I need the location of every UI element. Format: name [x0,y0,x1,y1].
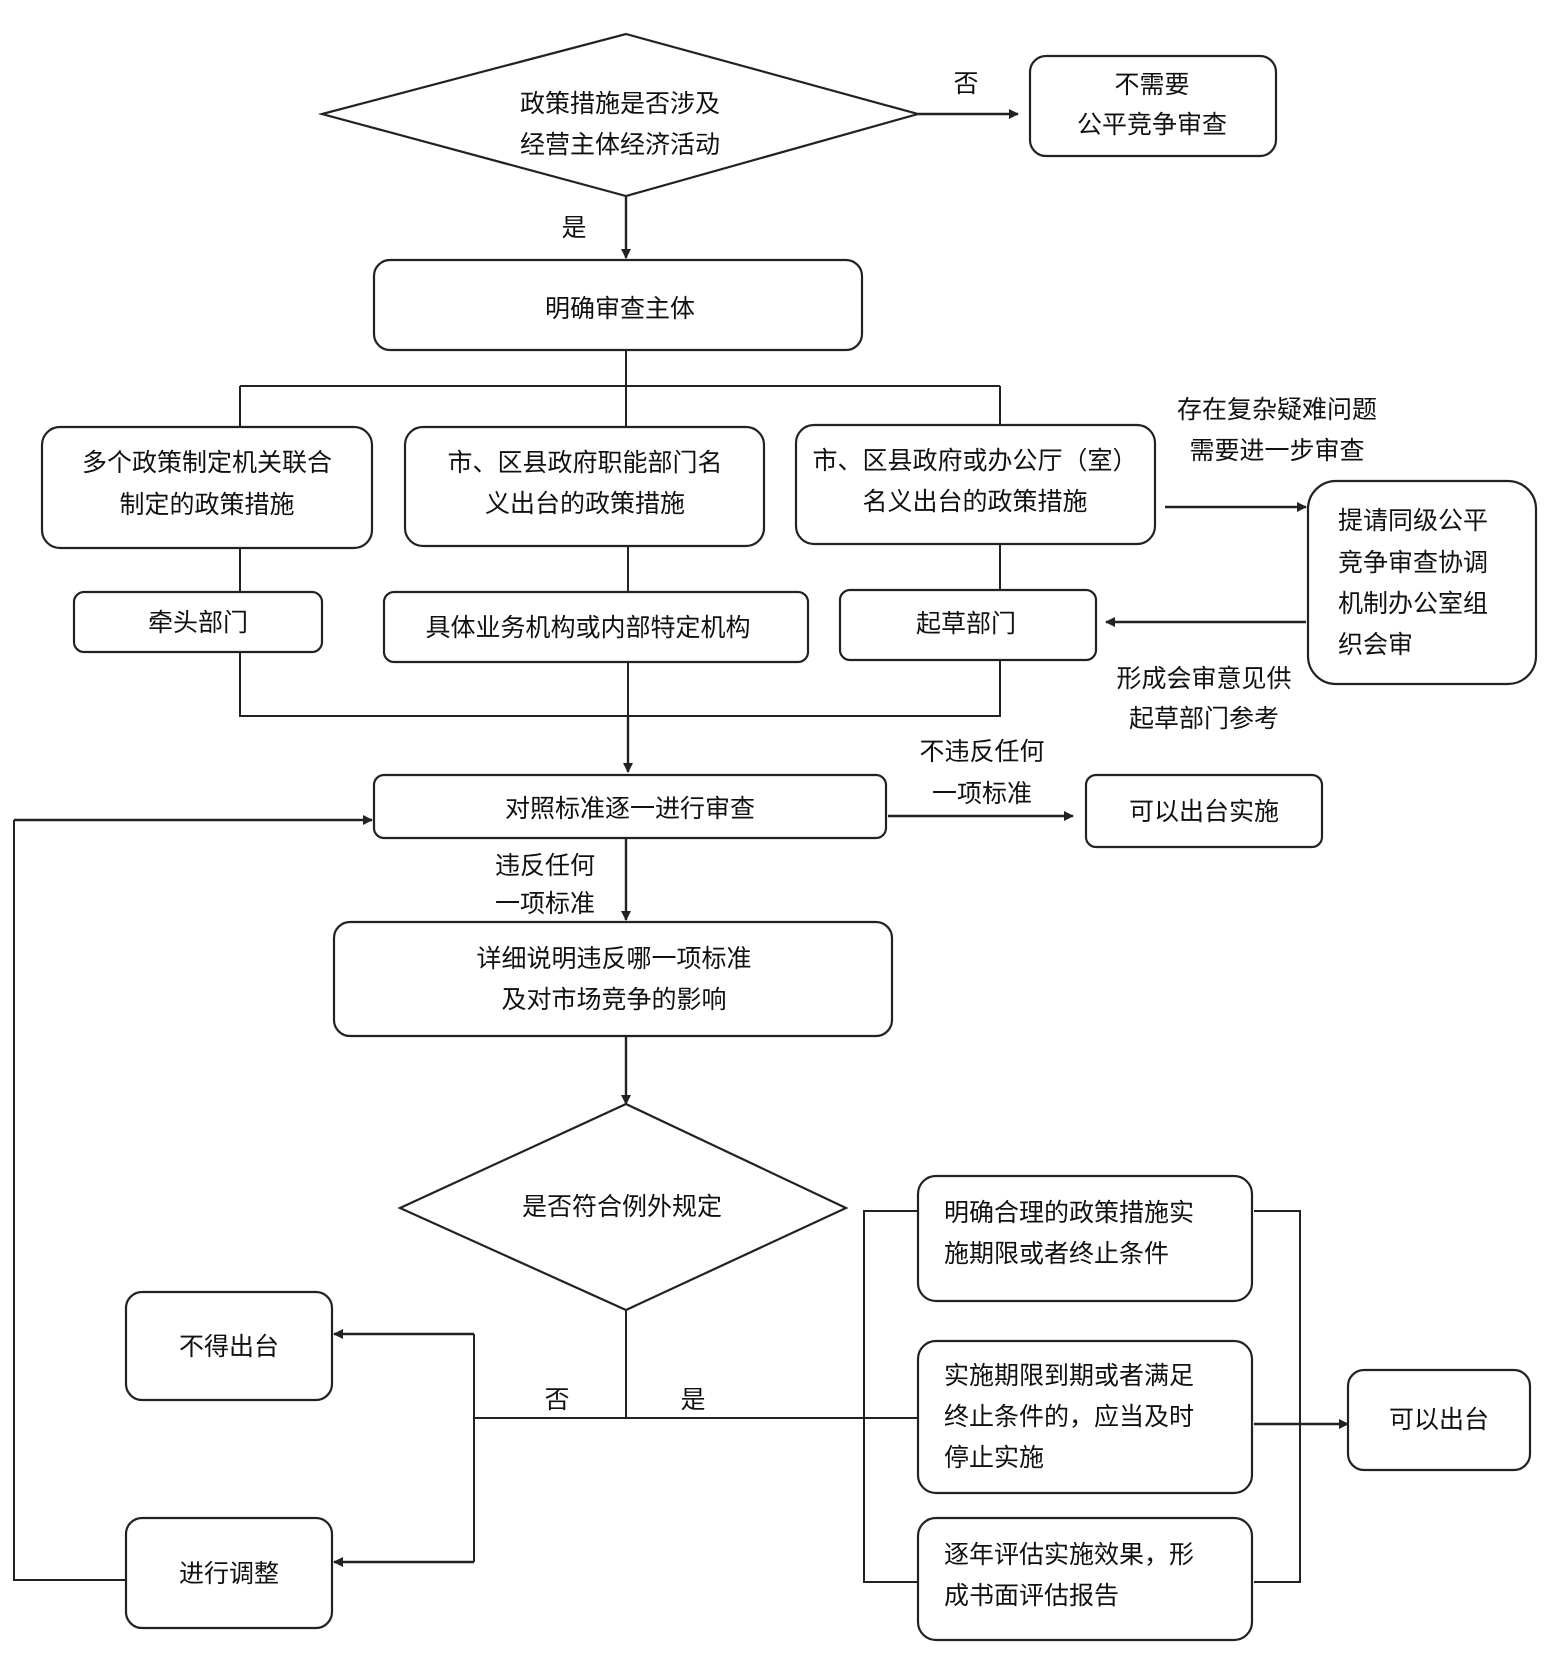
box-gov-policy [794,423,1157,546]
cond-term-line-1: 明确合理的政策措施实 [944,1198,1194,1227]
line-cond-bracket-left [863,1210,918,1583]
coord-office-line-3: 机制办公室组 [1338,589,1488,618]
decision-involve-economic-activity [317,32,923,198]
shapes [40,32,1538,1642]
label-not-violate-line-2: 一项标准 [932,779,1032,808]
label-violate-line-2: 一项标准 [495,889,595,918]
review-each-label: 对照标准逐一进行审查 [505,794,755,823]
box-lead-dept [72,590,324,654]
specific-org-label: 具体业务机构或内部特定机构 [425,613,750,642]
cond-stop-line-3: 停止实施 [944,1443,1044,1472]
box-cond-term [916,1174,1254,1303]
edge-labels: 否 是 存在复杂疑难问题 需要进一步审查 形成会审意见供 起草部门参考 不违反任… [495,69,1377,1414]
label-opinion-line-1: 形成会审意见供 [1116,664,1291,693]
box-specific-org [382,590,810,664]
label-complex-line-2: 需要进一步审查 [1189,436,1364,465]
no-review-line-2: 公平竞争审查 [1077,110,1227,139]
decision-exception [397,1102,849,1312]
box-can-issue [1346,1368,1532,1472]
detail-line-2: 及对市场竞争的影响 [501,985,726,1014]
node-text: 政策措施是否涉及 经营主体经济活动 不需要 公平竞争审查 明确审查主体 多个政策… [82,70,1489,1610]
draft-dept-label: 起草部门 [916,609,1016,638]
joint-line-2: 制定的政策措施 [119,490,294,519]
box-not-issue [124,1290,334,1402]
define-subject-label: 明确审查主体 [545,294,695,323]
box-define-subject [372,258,864,352]
coord-office-line-4: 织会审 [1338,630,1413,659]
coord-office-line-2: 竞争审查协调 [1338,548,1488,577]
not-issue-label: 不得出台 [179,1332,279,1361]
cond-stop-line-1: 实施期限到期或者满足 [944,1361,1194,1390]
label-violate-line-1: 违反任何 [495,851,595,880]
cond-stop-line-2: 终止条件的，应当及时 [944,1402,1194,1431]
box-coord-office [1306,479,1538,686]
coord-office-line-1: 提请同级公平 [1338,506,1488,535]
joint-line-1: 多个政策制定机关联合 [82,448,332,477]
dept-line-2: 义出台的政策措施 [485,489,685,518]
cond-evaluate-line-1: 逐年评估实施效果，形 [944,1540,1194,1569]
label-complex-line-1: 存在复杂疑难问题 [1177,395,1377,424]
connectors [13,109,1349,1583]
detail-line-1: 详细说明违反哪一项标准 [476,944,751,973]
can-issue-impl-label: 可以出台实施 [1129,797,1279,826]
dept-line-1: 市、区县政府职能部门名 [447,448,722,477]
gov-line-1: 市、区县政府或办公厅（室） [812,446,1137,475]
box-draft-dept [838,588,1098,662]
label-yes-top: 是 [561,213,586,242]
label-yes-bottom: 是 [680,1385,705,1414]
no-review-line-1: 不需要 [1114,70,1189,99]
label-no-top: 否 [953,69,978,98]
adjust-label: 进行调整 [179,1559,279,1588]
line-branch-bar-bottom [239,652,1001,717]
box-dept-policy [403,425,766,548]
line-cond-bracket-right [1254,1210,1301,1583]
label-not-violate-line-1: 不违反任何 [919,737,1044,766]
can-issue-label: 可以出台 [1389,1405,1489,1434]
box-no-review [1028,54,1278,158]
box-detail [332,920,894,1038]
cond-term-line-2: 施期限或者终止条件 [944,1239,1169,1268]
q-exception-label: 是否符合例外规定 [522,1192,722,1221]
label-no-bottom: 否 [544,1385,569,1414]
box-cond-evaluate [916,1516,1254,1642]
box-cond-stop [916,1339,1254,1495]
box-adjust [124,1516,334,1630]
q-involve-line-1: 政策措施是否涉及 [520,89,720,118]
cond-evaluate-line-2: 成书面评估报告 [944,1581,1119,1610]
box-joint-policy [40,425,374,550]
q-involve-line-2: 经营主体经济活动 [520,130,720,159]
lead-dept-label: 牵头部门 [148,608,248,637]
line-loop-back [13,820,126,1581]
box-can-issue-impl [1084,773,1324,849]
box-review-each [372,773,888,840]
gov-line-2: 名义出台的政策措施 [862,487,1087,516]
label-opinion-line-2: 起草部门参考 [1129,704,1279,733]
